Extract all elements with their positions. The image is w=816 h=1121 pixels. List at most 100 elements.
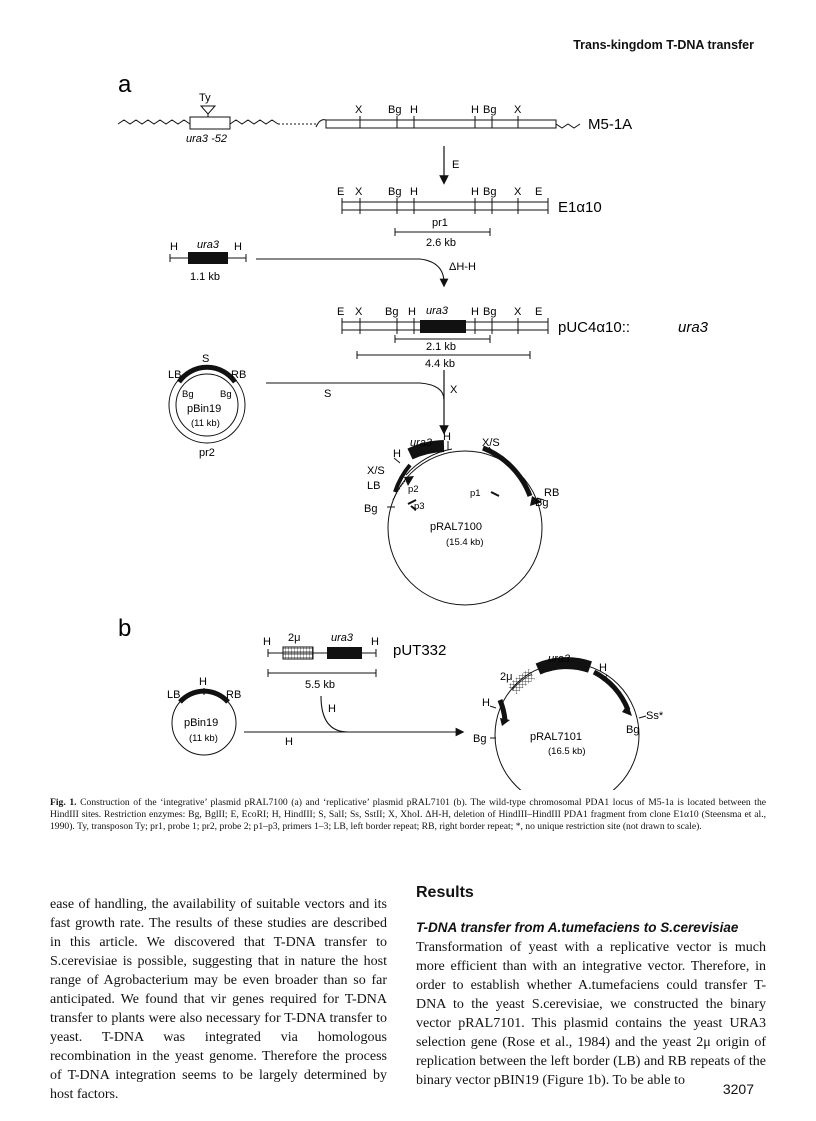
panel-label-a: a [118,71,132,98]
ura3-frag-size: 1.1 kb [190,271,220,283]
pr2-label: pr2 [199,447,215,459]
pral7100-size: (15.4 kb) [446,537,484,548]
pbin19-a-size: (11 kb) [191,418,220,429]
pral7101-2mu: 2μ [500,671,512,683]
e1a10-bg1: Bg [388,186,401,198]
puc-size-inner: 2.1 kb [426,341,456,353]
m51a-x1: X [355,104,363,116]
put332-name: pUT332 [393,642,446,659]
pral7100-xs1: X/S [367,465,385,477]
puc-map [341,318,549,359]
pral7100-h2: H [443,431,451,443]
puc-e1: E [337,306,344,318]
puc-bg2: Bg [483,306,496,318]
e1a10-h1: H [410,186,418,198]
ura3-52-label: ura3 -52 [186,133,227,145]
put332-2mu: 2μ [288,632,300,644]
put332-h2: H [371,636,379,648]
ura3-frag-h2: H [234,241,242,253]
pbin19-b-map [171,688,465,756]
arrow-s-label: S [324,388,331,400]
pral7101-bg1: Bg [473,733,486,745]
pbin19-a-name: pBin19 [187,403,221,415]
e1a10-name: E1α10 [558,199,602,216]
section-heading: Results [416,884,474,901]
pbin19-b-h: H [199,676,207,688]
puc-size-outer: 4.4 kb [425,358,455,370]
e1a10-bg2: Bg [483,186,496,198]
pbin19-b-arrow-h2: H [285,736,293,748]
pral7101-size: (16.5 kb) [548,746,586,757]
pral7100-name: pRAL7100 [430,521,482,533]
e1a10-x1: X [355,186,363,198]
put332-map [267,646,377,677]
pbin19-a-map [168,364,445,444]
pral7100-map [387,440,545,606]
body-left-column: ease of handling, the availability of su… [50,897,387,1102]
m51a-h2: H [471,104,479,116]
figure-caption: Fig. 1. Construction of the ‘integrative… [50,797,766,834]
ura3-fragment [169,252,449,288]
arrow-x-label: X [450,384,458,396]
figure-1: a Ty ura3 -52 X Bg H H Bg X M5-1A E [117,71,709,790]
pbin19-b-lb: LB [167,689,180,701]
ura3-frag-h1: H [170,241,178,253]
pral7100-h1: H [393,448,401,460]
body-right-column: T-DNA transfer from A.tumefaciens to S.c… [416,918,766,1090]
pbin19-a-bg1: Bg [182,389,194,400]
caption-label: Fig. 1. [50,797,77,808]
ty-label: Ty [199,92,211,104]
page-number: 3207 [722,1081,754,1097]
pbin19-a-bg2: Bg [220,389,232,400]
e1a10-map [341,198,549,236]
pbin19-a-lb: LB [168,369,181,381]
puc-x1: X [355,306,363,318]
e1a10-e2: E [535,186,542,198]
caption-text: Construction of the ‘integrative’ plasmi… [50,797,766,833]
pral7101-ss: Ss* [646,710,664,722]
pbin19-b-name: pBin19 [184,717,218,729]
running-head: Trans-kingdom T-DNA transfer [573,38,754,52]
delta-hh-label: ΔH-H [449,261,476,273]
puc-h2: H [471,306,479,318]
puc-bg1: Bg [385,306,398,318]
e1a10-h2: H [471,186,479,198]
pral7100-lb: LB [367,480,380,492]
pbin19-b-rb: RB [226,689,241,701]
put332-h1: H [263,636,271,648]
puc-name: pUC4α10:: [558,319,630,336]
pbin19-a-s: S [202,353,209,365]
body-right-text: Transformation of yeast with a replicati… [416,940,766,1088]
pral7100-xs2: X/S [482,437,500,449]
pbin19-b-arrow-h: H [328,703,336,715]
pral7101-name: pRAL7101 [530,731,582,743]
pr1-size: 2.6 kb [426,237,456,249]
subheading: T-DNA transfer from A.tumefaciens to S.c… [416,920,739,935]
pral7101-bg2: Bg [626,724,639,736]
m51a-x2: X [514,104,522,116]
puc-x2: X [514,306,522,318]
pral7101-gene: ura3 [548,653,571,665]
put332-gene: ura3 [331,632,354,644]
put332-size: 5.5 kb [305,679,335,691]
ura3-frag-gene: ura3 [197,239,220,251]
pral7100-bg1: Bg [364,503,377,515]
m51a-h1: H [410,104,418,116]
puc-h1: H [408,306,416,318]
pr1-label: pr1 [432,217,448,229]
pral7100-p2: p2 [408,484,419,495]
puc-gene: ura3 [426,305,449,317]
pral7101-h2: H [482,697,490,709]
panel-label-b: b [118,615,131,642]
pral7101-map [489,657,647,790]
pral7100-rb: RB [544,487,559,499]
m51a-bg2: Bg [483,104,496,116]
m51a-bg1: Bg [388,104,401,116]
pral7100-bg2: Bg [535,497,548,509]
pral7100-gene: ura3 [410,437,433,449]
pral7100-p1: p1 [470,488,481,499]
pral7100-p3: p3 [414,501,425,512]
e1a10-x2: X [514,186,522,198]
e1a10-e1: E [337,186,344,198]
pbin19-b-size: (11 kb) [189,733,218,744]
